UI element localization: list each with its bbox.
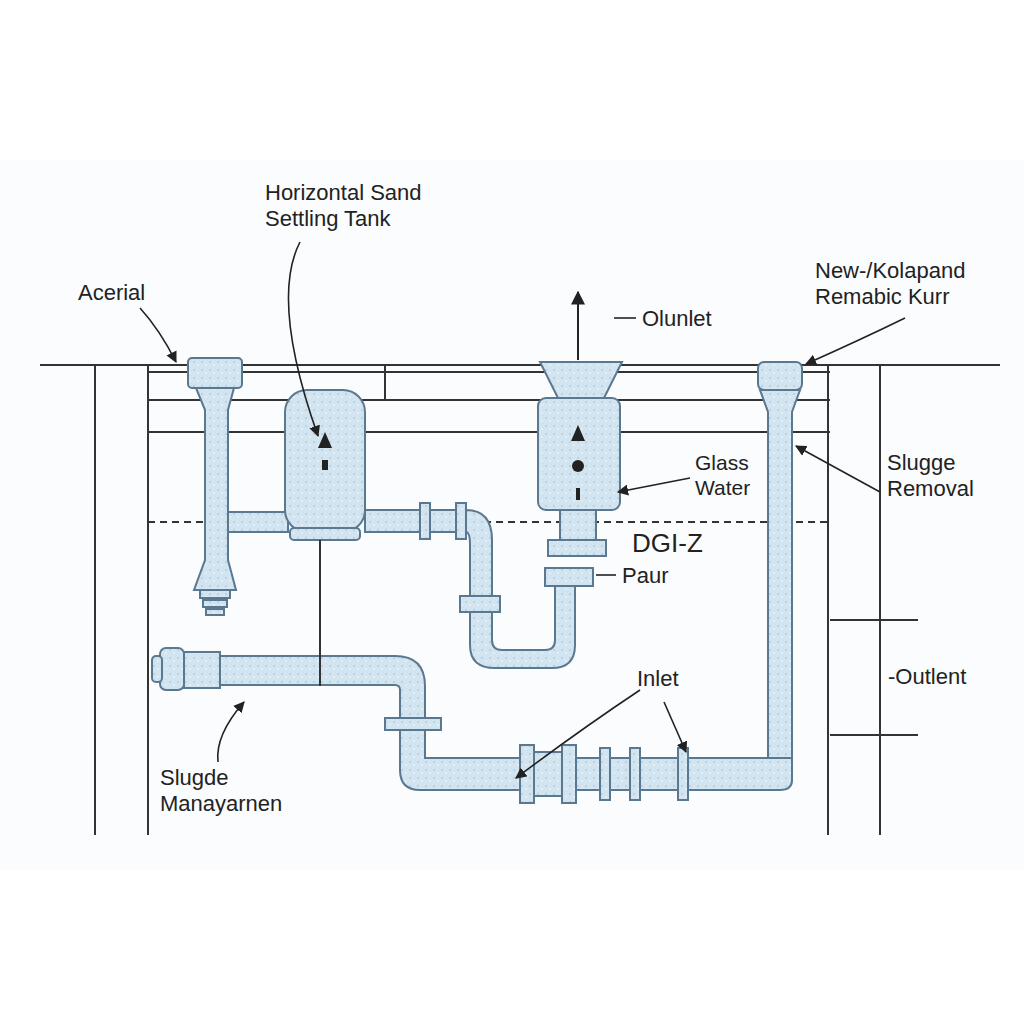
callout-label: Slugde Manayarnen [160, 765, 330, 818]
callout-label: Slugge Removal [887, 450, 997, 503]
nozzle-symbols [318, 425, 585, 500]
background-panel [0, 160, 1024, 870]
outlet-arrow [577, 292, 579, 360]
frame-lines [40, 365, 1000, 835]
callout-label: Paur [622, 563, 712, 589]
callout-label: New-/Kolapand Remabic Kurr [815, 258, 1000, 311]
callout-label: Glass Water [695, 450, 775, 500]
callout-label: Olunlet [642, 306, 752, 332]
callout-label: Acerial [78, 280, 188, 306]
callout-label: -Outlent [888, 664, 1008, 690]
pipework [152, 358, 802, 803]
callout-label: DGI-Z [632, 528, 742, 559]
support-rod [319, 540, 321, 686]
callout-label: Inlet [637, 666, 727, 692]
leader-lines [140, 242, 905, 778]
callout-label: Horizontal Sand Settling Tank [265, 180, 465, 233]
